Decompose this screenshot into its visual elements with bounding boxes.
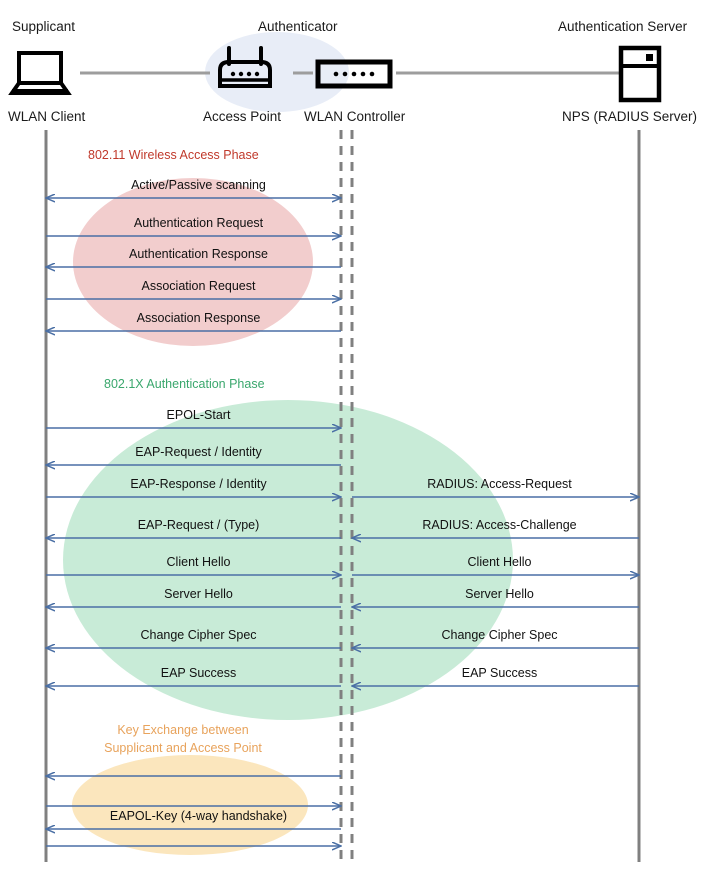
message-label: EAP-Response / Identity bbox=[130, 477, 267, 491]
message-label: EAP-Request / (Type) bbox=[138, 518, 260, 532]
phase-label-key-exchange-line2: Supplicant and Access Point bbox=[104, 741, 262, 755]
message-label: Client Hello bbox=[468, 555, 532, 569]
node-label-access-point: Access Point bbox=[203, 109, 281, 124]
message-active-passive-scanning: Active/Passive scanning bbox=[46, 178, 341, 198]
message-label: Authentication Request bbox=[134, 216, 264, 230]
message-label: Client Hello bbox=[167, 555, 231, 569]
message-client-hello: Client Hello bbox=[46, 555, 341, 575]
message-eap-success: EAP Success bbox=[352, 666, 639, 686]
node-label-nps-radius-server: NPS (RADIUS Server) bbox=[562, 109, 697, 124]
message-authentication-request: Authentication Request bbox=[46, 216, 341, 236]
message-label: EAPOL-Key (4-way handshake) bbox=[110, 809, 287, 823]
message-label: Authentication Response bbox=[129, 247, 268, 261]
laptop-icon bbox=[8, 51, 72, 95]
message-label: RADIUS: Access-Request bbox=[427, 477, 572, 491]
message-label: EAP Success bbox=[462, 666, 538, 680]
topology-header: Supplicant Authenticator Authentication … bbox=[8, 19, 697, 124]
message-label: Change Cipher Spec bbox=[441, 628, 557, 642]
message-server-hello: Server Hello bbox=[46, 587, 341, 607]
message-label: Association Response bbox=[137, 311, 261, 325]
phase-key-exchange-ellipse bbox=[72, 755, 308, 855]
message-client-hello: Client Hello bbox=[352, 555, 639, 575]
controller-led-dots bbox=[333, 71, 375, 77]
message-label: RADIUS: Access-Challenge bbox=[422, 518, 576, 532]
role-title-authentication-server: Authentication Server bbox=[558, 19, 688, 34]
message-change-cipher-spec: Change Cipher Spec bbox=[46, 628, 341, 648]
access-point-icon bbox=[218, 46, 272, 88]
message-label: EAP-Request / Identity bbox=[135, 445, 262, 459]
node-label-wlan-client: WLAN Client bbox=[8, 109, 86, 124]
message-eap-response-identity: EAP-Response / Identity bbox=[46, 477, 341, 497]
message-eapol-key-4-way-handshake: EAPOL-Key (4-way handshake) bbox=[46, 809, 341, 829]
message-association-response: Association Response bbox=[46, 311, 341, 331]
message-change-cipher-spec: Change Cipher Spec bbox=[352, 628, 639, 648]
message-label: Change Cipher Spec bbox=[140, 628, 256, 642]
role-title-authenticator: Authenticator bbox=[258, 19, 338, 34]
phase-80211-ellipse bbox=[73, 178, 313, 346]
authenticator-grouping-ellipse bbox=[205, 32, 349, 112]
access-point-led-dots bbox=[230, 71, 260, 77]
message-eap-success: EAP Success bbox=[46, 666, 341, 686]
server-icon bbox=[618, 45, 662, 103]
message-server-hello: Server Hello bbox=[352, 587, 639, 607]
message-label: EAP Success bbox=[161, 666, 237, 680]
message-epol-start: EPOL-Start bbox=[46, 408, 341, 428]
phase-label-80211: 802.11 Wireless Access Phase bbox=[88, 148, 259, 162]
phase-label-key-exchange-line1: Key Exchange between bbox=[117, 723, 248, 737]
server-led-icon bbox=[646, 54, 653, 61]
message-radius-access-request: RADIUS: Access-Request bbox=[352, 477, 639, 497]
message-eap-request-type: EAP-Request / (Type) bbox=[46, 518, 341, 538]
message-label: Server Hello bbox=[164, 587, 233, 601]
message-label: EPOL-Start bbox=[167, 408, 231, 422]
role-title-supplicant: Supplicant bbox=[12, 19, 75, 34]
message-label: Active/Passive scanning bbox=[131, 178, 266, 192]
phase-8021x-ellipse bbox=[63, 400, 513, 720]
message-label: Server Hello bbox=[465, 587, 534, 601]
message-eap-request-identity: EAP-Request / Identity bbox=[46, 445, 341, 465]
message-radius-access-challenge: RADIUS: Access-Challenge bbox=[352, 518, 639, 538]
message-label: Association Request bbox=[142, 279, 256, 293]
node-label-wlan-controller: WLAN Controller bbox=[304, 109, 406, 124]
phase-label-8021x: 802.1X Authentication Phase bbox=[104, 377, 265, 391]
wlan-controller-icon bbox=[315, 59, 393, 89]
message-authentication-response: Authentication Response bbox=[46, 247, 341, 267]
message-association-request: Association Request bbox=[46, 279, 341, 299]
